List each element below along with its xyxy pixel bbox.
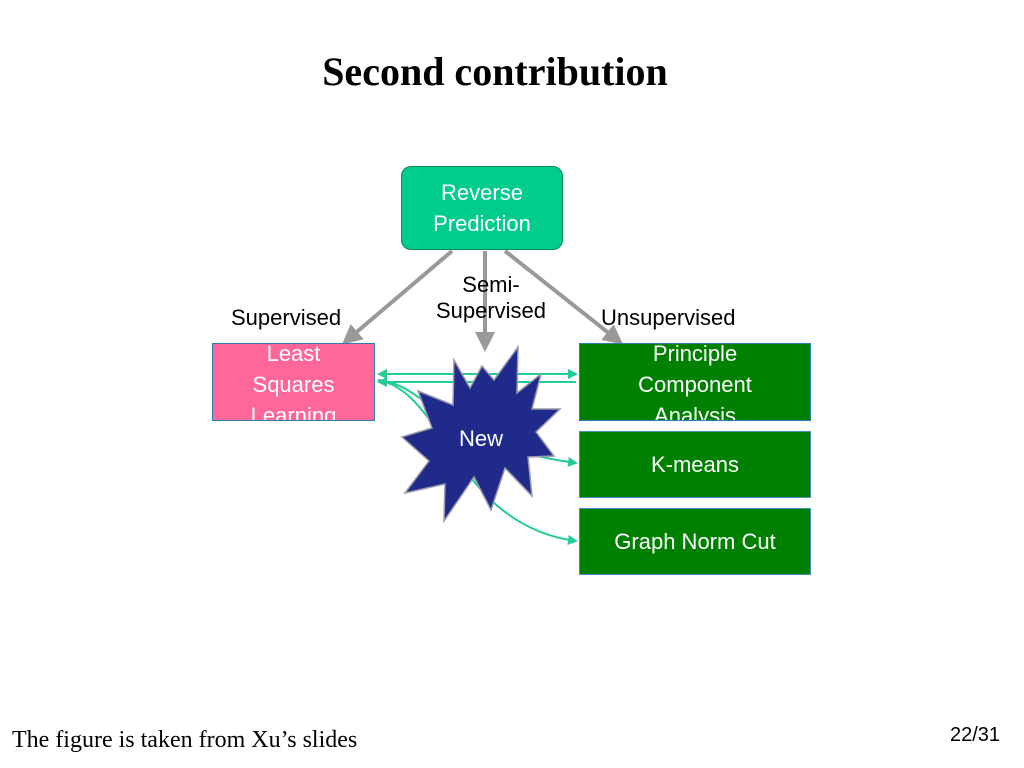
arrow-to-supervised xyxy=(341,249,454,345)
arrow-to-unsupervised xyxy=(503,249,624,345)
least-squares-learning-node: Least Squares Learning xyxy=(212,343,375,421)
page-number: 22/31 xyxy=(950,724,1001,746)
graph-norm-cut-label: Graph Norm Cut xyxy=(614,529,776,554)
pca-node: Principle Component Analysis xyxy=(579,343,811,421)
kmeans-node: K-means xyxy=(579,431,811,498)
slide-title: Second contribution xyxy=(322,49,668,94)
slide-footer: The figure is taken from Xu’s slides xyxy=(12,727,358,753)
least-squares-learning-label: Least Squares Learning xyxy=(250,343,337,421)
new-star-label: New xyxy=(458,426,503,451)
graph-norm-cut-node: Graph Norm Cut xyxy=(579,508,811,575)
reverse-prediction-node: Reverse Prediction xyxy=(401,166,563,250)
pca-label: Principle Component Analysis xyxy=(638,343,752,421)
new-star-shape xyxy=(400,344,562,524)
supervised-label: Supervised xyxy=(231,305,342,330)
kmeans-label: K-means xyxy=(650,452,740,477)
semi-supervised-label: Semi-Supervised xyxy=(435,272,547,323)
unsupervised-label: Unsupervised xyxy=(601,305,736,330)
reverse-prediction-label: Reverse Prediction xyxy=(433,180,531,236)
